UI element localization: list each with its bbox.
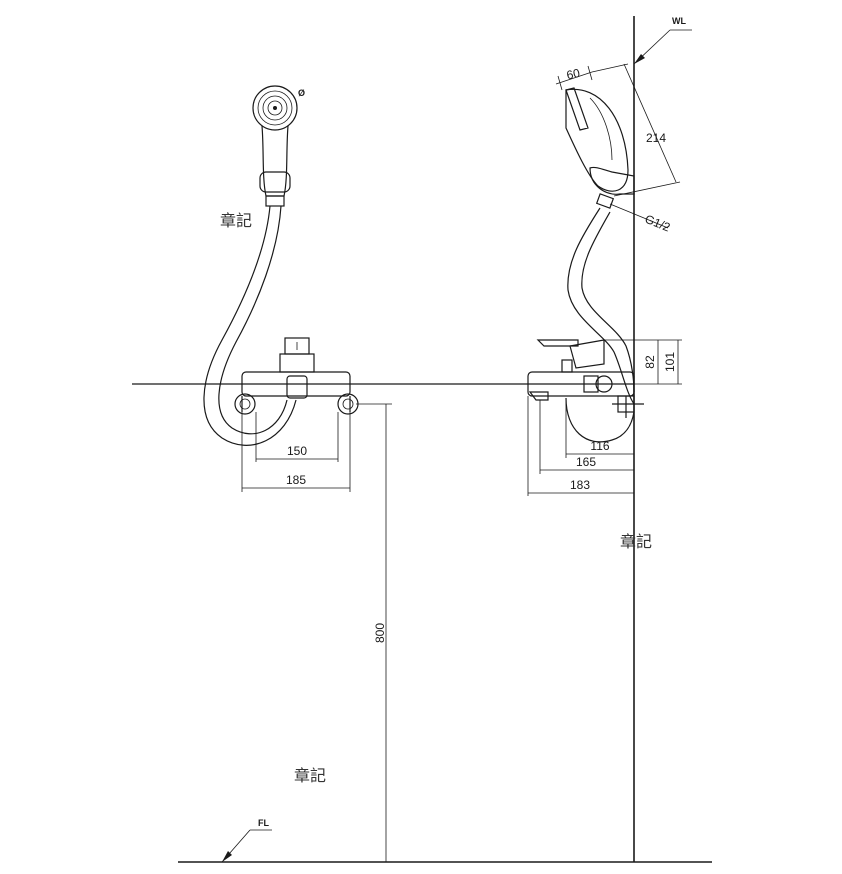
front-mixer-body [241, 371, 351, 397]
dim-side-165 [539, 400, 634, 474]
dim-front-inner [255, 412, 339, 462]
dim-g12-label: G1/2 [643, 212, 673, 235]
dim-800-label: 800 [373, 623, 387, 643]
dim-183-label: 183 [570, 478, 590, 492]
dim-body-heights [604, 339, 682, 385]
dim-116-label: 116 [590, 439, 609, 453]
dim-side-183 [527, 396, 634, 496]
dim-185-label: 185 [286, 473, 306, 487]
note-side: 章記 [620, 532, 652, 551]
front-showerhead-face [252, 85, 298, 131]
dim-thread-leader [609, 203, 669, 229]
dim-82-label: 82 [643, 355, 657, 369]
dim-60-label: 60 [565, 66, 581, 83]
side-showerhead [565, 88, 629, 192]
fl-label: FL [258, 818, 269, 828]
dim-front-outer [241, 412, 351, 492]
front-right-eccentric [337, 393, 359, 415]
front-holder [259, 171, 291, 193]
dim-214-label: 214 [646, 131, 666, 145]
dim-150-label: 150 [287, 444, 307, 458]
side-lever [536, 339, 579, 347]
wl-label: WL [672, 16, 686, 26]
front-hose-connector [265, 195, 285, 207]
dim-showerhead-214 [591, 63, 681, 197]
side-hose-connector [595, 193, 615, 209]
wl-leader [633, 29, 692, 65]
front-showerhead-handle [261, 125, 289, 197]
front-left-eccentric [234, 393, 256, 415]
front-outlet [286, 375, 308, 399]
note-front: 章記 [220, 211, 252, 230]
side-outlet [595, 375, 613, 393]
fl-leader [221, 829, 272, 863]
front-view [203, 85, 359, 446]
dim-101-label: 101 [663, 352, 677, 372]
front-hose [203, 205, 297, 446]
side-hose [567, 207, 635, 405]
dim-height-800 [340, 403, 392, 863]
dim-showerhead-60 [555, 65, 593, 91]
front-showerhead-mark: Ø [298, 88, 305, 98]
side-view [527, 87, 644, 443]
side-holder [589, 166, 635, 195]
dim-side-116 [565, 400, 634, 458]
dim-165-label: 165 [576, 455, 596, 469]
note-bottom: 章記 [294, 766, 326, 785]
